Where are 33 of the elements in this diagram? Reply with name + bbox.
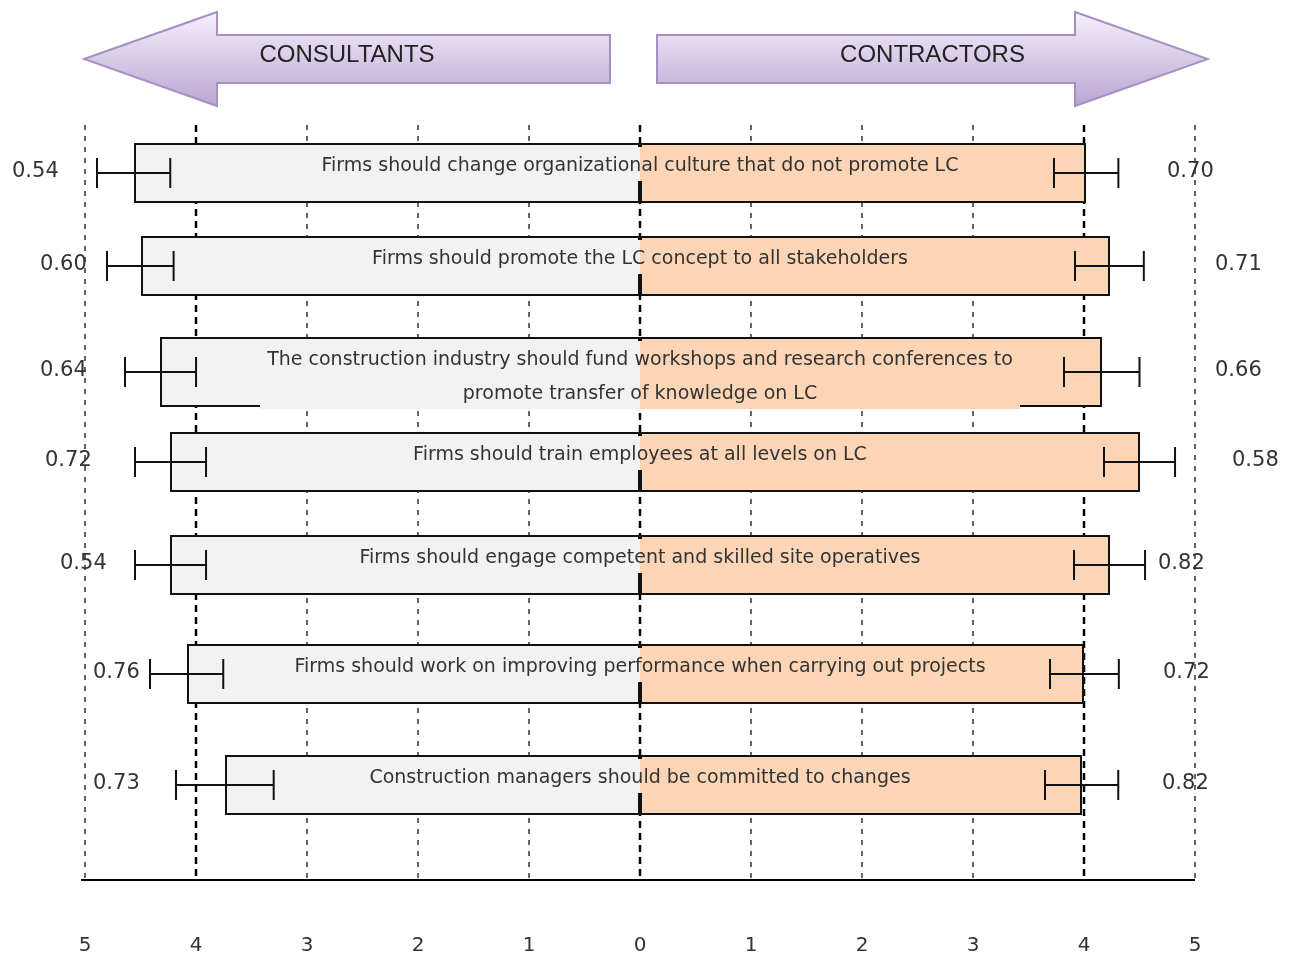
value-label: 0.54: [12, 158, 59, 182]
value-label: 0.70: [1167, 158, 1214, 182]
value-label: 0.58: [1232, 447, 1279, 471]
value-label: 0.82: [1158, 550, 1205, 574]
tick-label: 3: [299, 932, 315, 956]
direction-arrow: [655, 10, 1210, 108]
category-label: Firms should promote the LC concept to all stakeholders: [370, 240, 910, 274]
tick-label: 4: [1076, 932, 1092, 956]
tick-label: 4: [188, 932, 204, 956]
category-label: Firms should train employees at all levels on LC: [411, 436, 869, 470]
tick-label: 1: [743, 932, 759, 956]
direction-arrow: [82, 10, 612, 108]
tick-label: 3: [965, 932, 981, 956]
value-label: 0.73: [93, 770, 140, 794]
value-label: 0.82: [1162, 770, 1209, 794]
arrow-label: CONTRACTORS: [839, 40, 1026, 68]
value-label: 0.64: [40, 357, 87, 381]
value-label: 0.60: [40, 251, 87, 275]
tick-label: 0: [632, 932, 648, 956]
category-label: The construction industry should fund workshops and research conferences to promote transfer of knowledge on LC: [260, 341, 1020, 409]
tick-label: 2: [854, 932, 870, 956]
value-label: 0.71: [1215, 251, 1262, 275]
value-label: 0.72: [45, 447, 92, 471]
value-label: 0.76: [93, 659, 140, 683]
tick-label: 5: [77, 932, 93, 956]
category-label: Construction managers should be committed to changes: [367, 759, 913, 793]
value-label: 0.54: [60, 550, 107, 574]
value-label: 0.72: [1163, 659, 1210, 683]
tick-label: 5: [1187, 932, 1203, 956]
tick-label: 2: [410, 932, 426, 956]
value-label: 0.66: [1215, 357, 1262, 381]
arrow-label: CONSULTANTS: [258, 40, 436, 68]
tick-label: 1: [521, 932, 537, 956]
